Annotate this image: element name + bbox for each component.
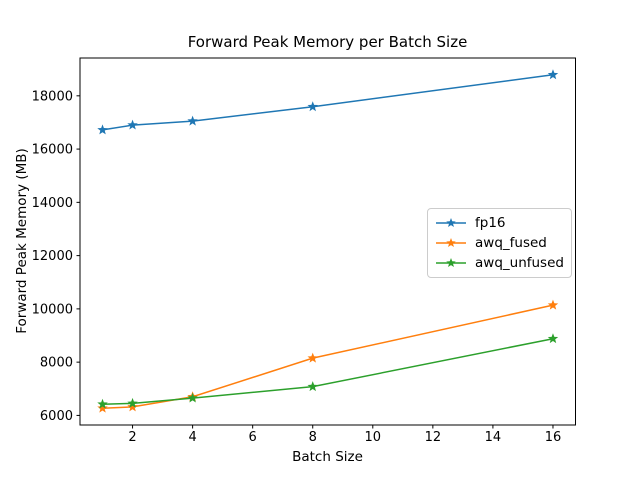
legend-line-sample — [436, 218, 466, 228]
series-marker-fp16 — [97, 124, 108, 135]
series-marker-fp16 — [127, 119, 138, 130]
series-marker-awq_fused — [127, 401, 138, 412]
y-tick-label: 18000 — [32, 89, 73, 104]
chart-title: Forward Peak Memory per Batch Size — [187, 33, 468, 51]
y-tick-label: 16000 — [32, 143, 73, 158]
x-tick-label: 8 — [309, 430, 317, 445]
series-marker-awq_unfused — [97, 398, 108, 409]
legend-line-sample — [436, 258, 466, 268]
y-tick-label: 14000 — [32, 196, 73, 211]
y-tick-label: 10000 — [32, 302, 73, 317]
y-axis-label: Forward Peak Memory (MB) — [14, 148, 30, 334]
legend-label: awq_fused — [475, 235, 547, 251]
series-marker-fp16 — [187, 115, 198, 126]
x-tick-label: 4 — [188, 430, 196, 445]
x-tick-label: 16 — [545, 430, 562, 445]
series-marker-awq_fused — [547, 299, 559, 310]
series-line-fp16 — [101, 74, 554, 131]
y-tick-label: 8000 — [40, 356, 73, 371]
x-tick-label: 12 — [425, 430, 442, 445]
legend-sample-star-icon — [446, 218, 456, 228]
x-tick-label: 14 — [485, 430, 502, 445]
series-marker-awq_unfused — [187, 392, 198, 403]
x-axis-label: Batch Size — [292, 449, 363, 465]
x-tick-label: 6 — [249, 430, 257, 445]
legend-line-sample — [436, 238, 466, 248]
x-tick-label: 2 — [128, 430, 136, 445]
series-marker-awq_unfused — [127, 397, 138, 408]
legend-sample-star-icon — [446, 238, 456, 248]
series-marker-awq_unfused — [547, 333, 559, 344]
series-line-awq_fused — [101, 304, 554, 409]
series-marker-fp16 — [307, 101, 318, 112]
legend-label: fp16 — [475, 215, 506, 231]
y-tick-label: 6000 — [40, 409, 73, 424]
legend: fp16 awq_fused awq_unfused — [427, 208, 572, 278]
x-tick-label: 10 — [365, 430, 382, 445]
legend-sample-star-icon — [446, 258, 456, 268]
legend-entry-fp16: fp16 — [435, 213, 563, 233]
legend-entry-awq-unfused: awq_unfused — [435, 253, 564, 273]
plot-frame — [79, 57, 576, 426]
series-marker-awq_fused — [97, 402, 108, 413]
series-line-awq_unfused — [101, 337, 554, 405]
y-tick-label: 12000 — [32, 249, 73, 264]
legend-label: awq_unfused — [475, 255, 564, 271]
series-marker-awq_fused — [307, 352, 318, 363]
series-marker-awq_unfused — [307, 381, 318, 392]
legend-entry-awq-fused: awq_fused — [435, 233, 563, 253]
series-marker-fp16 — [547, 69, 559, 80]
